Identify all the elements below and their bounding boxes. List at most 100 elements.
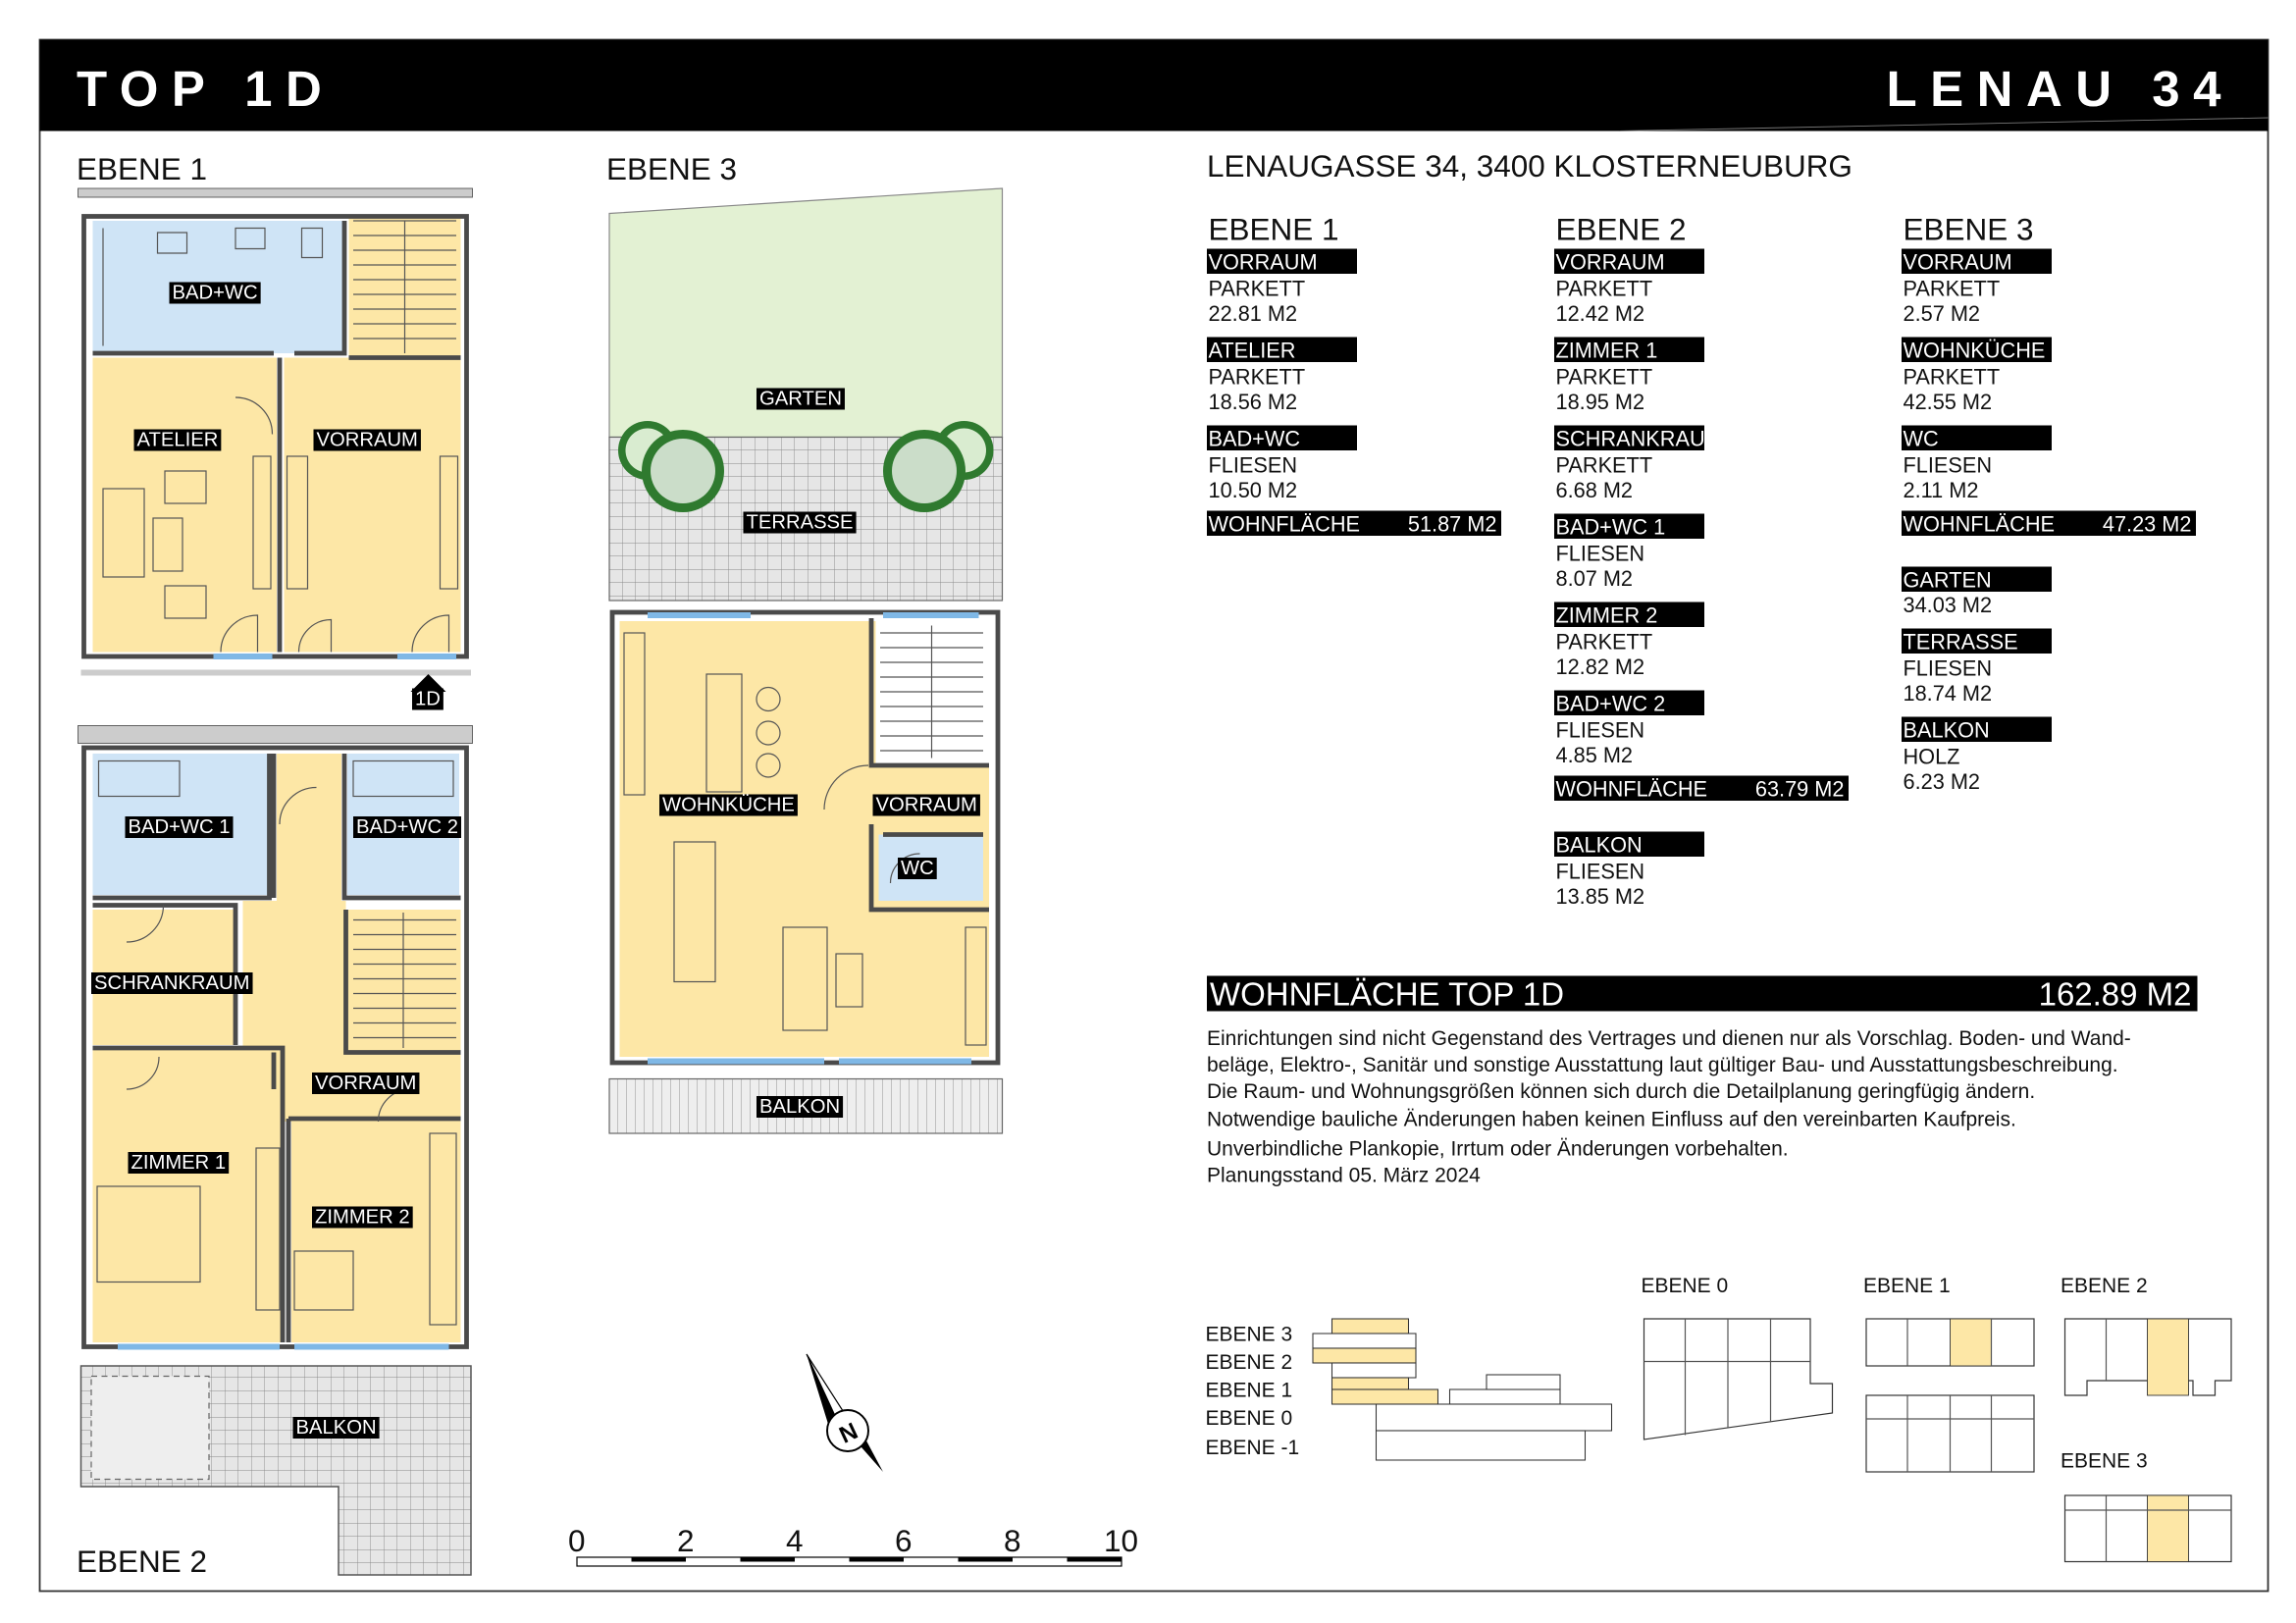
room-name-bar [1553, 248, 1704, 274]
svg-text:10: 10 [1104, 1523, 1138, 1558]
header-bar [39, 39, 2269, 131]
level-total-label: WOHNFLÄCHE [1208, 511, 1360, 536]
room-area: 10.50 M2 [1208, 478, 1297, 502]
svg-text:EBENE 0: EBENE 0 [1205, 1407, 1292, 1430]
svg-text:ZIMMER 1: ZIMMER 1 [131, 1152, 227, 1174]
room-name: BAD+WC [1208, 426, 1300, 450]
room-name: WC [1903, 426, 1938, 450]
room-label-wc: WC [898, 857, 937, 879]
room-area: 8.07 M2 [1555, 566, 1633, 591]
room-name: BAD+WC 1 [1555, 514, 1665, 539]
room-label-vorraum: VORRAUM [312, 1072, 420, 1094]
room-name-bar [1553, 775, 1849, 801]
room-name: VORRAUM [1555, 249, 1664, 274]
plan-title-ebene-2: EBENE 2 [77, 1544, 207, 1579]
level-total-label: WOHNFLÄCHE [1555, 776, 1707, 801]
outdoor-area: 6.23 M2 [1903, 769, 1980, 794]
room-floor: PARKETT [1903, 364, 2000, 389]
total-area-bar: WOHNFLÄCHE TOP 1D 162.89 M2 [1206, 975, 2198, 1012]
total-label: WOHNFLÄCHE TOP 1D [1210, 975, 1564, 1012]
outdoor-floor: FLIESEN [1903, 655, 1992, 680]
plan-ebene-2: BAD+WC 1 BAD+WC 2 SCHRANKRAUM VORRAUM ZI… [77, 725, 473, 1579]
room-name-bar [1901, 337, 2052, 362]
outdoor-name: BALKON [1903, 717, 1989, 742]
level-heading: EBENE 3 [1903, 211, 2033, 246]
room-area: 4.85 M2 [1555, 743, 1633, 767]
svg-text:EBENE 1: EBENE 1 [1863, 1275, 1951, 1297]
room-name-bar [1901, 248, 2052, 274]
room-floor: FLIESEN [1903, 452, 1992, 477]
room-floor: FLIESEN [1555, 541, 1644, 565]
sheet-border [38, 38, 2270, 1593]
label-background [757, 388, 845, 410]
svg-text:VORRAUM: VORRAUM [315, 1073, 416, 1094]
room-name-bar [1553, 513, 1704, 539]
svg-text:VORRAUM: VORRAUM [876, 794, 977, 815]
svg-text:EBENE -1: EBENE -1 [1205, 1437, 1299, 1459]
plan-ebene-3: EBENE 3 GARTEN TERRASSE WOHNKÜCHE VORRAU… [606, 151, 1004, 1134]
room-name: BAD+WC 2 [1555, 691, 1665, 715]
room-area: 2.57 M2 [1903, 301, 1980, 326]
room-label-garten: GARTEN [757, 388, 845, 410]
room-name-bar [1553, 831, 1704, 857]
svg-text:EBENE 0: EBENE 0 [1641, 1275, 1728, 1297]
room-floor: FLIESEN [1555, 717, 1644, 742]
entrance-label: 1D [412, 688, 444, 710]
svg-text:8: 8 [1004, 1523, 1021, 1558]
label-background [313, 429, 421, 451]
room-floor: PARKETT [1555, 364, 1652, 389]
room-name-bar [1206, 337, 1357, 362]
svg-text:1D: 1D [415, 688, 441, 709]
svg-text:Die Raum- und Wohnungsgrößen k: Die Raum- und Wohnungsgrößen können sich… [1207, 1080, 2035, 1103]
room-floor: PARKETT [1208, 364, 1305, 389]
room-label-zimmer-2: ZIMMER 2 [312, 1206, 413, 1229]
svg-text:WC: WC [901, 858, 934, 879]
room-floor: PARKETT [1903, 276, 2000, 300]
svg-text:beläge, Elektro-, Sanitär und: beläge, Elektro-, Sanitär und sonstige A… [1207, 1054, 2118, 1076]
svg-text:Einrichtungen sind nicht Gegen: Einrichtungen sind nicht Gegenstand des … [1207, 1027, 2131, 1050]
plan-title-ebene-1: EBENE 1 [77, 151, 207, 186]
room-area: 2.11 M2 [1903, 478, 1978, 502]
room-floor: PARKETT [1555, 452, 1652, 477]
outdoor-floor: FLIESEN [1555, 859, 1644, 883]
svg-text:WOHNKÜCHE: WOHNKÜCHE [662, 794, 795, 815]
svg-text:BALKON: BALKON [296, 1417, 377, 1439]
room-area: 6.68 M2 [1555, 478, 1633, 502]
svg-text:ATELIER: ATELIER [137, 429, 219, 450]
room-floor: PARKETT [1555, 276, 1652, 300]
key-plan-ebene-2: EBENE 2 [2061, 1275, 2232, 1396]
unit-title: TOP 1D [77, 61, 335, 117]
label-background [312, 1072, 420, 1094]
label-background [133, 429, 222, 451]
room-label-schrankraum: SCHRANKRAUM [91, 971, 253, 994]
svg-text:BAD+WC: BAD+WC [173, 282, 258, 303]
room-label-zimmer-1: ZIMMER 1 [128, 1151, 230, 1174]
room-name: WOHNKÜCHE [1903, 338, 2045, 362]
room-area: 42.55 M2 [1903, 390, 1992, 414]
room-name: ZIMMER 2 [1555, 602, 1657, 627]
room-area: 12.82 M2 [1555, 654, 1644, 679]
level-total-label: WOHNFLÄCHE [1903, 511, 2055, 536]
room-label-atelier: ATELIER [133, 429, 222, 451]
project-title: LENAU 34 [1887, 61, 2234, 117]
room-area: 18.56 M2 [1208, 390, 1297, 414]
room-label-bad-wc-1: BAD+WC 1 [125, 815, 234, 838]
room-label-vorraum: VORRAUM [313, 429, 421, 451]
label-background [312, 1206, 413, 1229]
label-background [292, 1416, 380, 1439]
room-area: 12.42 M2 [1555, 301, 1644, 326]
label-background [743, 511, 857, 534]
room-name: ATELIER [1208, 338, 1295, 362]
outdoor-area: 13.85 M2 [1555, 884, 1644, 909]
svg-text:2: 2 [677, 1523, 695, 1558]
room-label-balkon: BALKON [757, 1095, 844, 1118]
svg-text:BAD+WC 2: BAD+WC 2 [356, 816, 458, 838]
level-heading: EBENE 1 [1208, 211, 1338, 246]
svg-text:EBENE 2: EBENE 2 [2061, 1275, 2148, 1297]
room-name-bar [1553, 425, 1704, 450]
key-plan-ebene-1: EBENE 1 [1863, 1275, 2035, 1473]
room-name-bar [1901, 425, 2052, 450]
svg-text:SCHRANKRAUM: SCHRANKRAUM [94, 972, 250, 994]
